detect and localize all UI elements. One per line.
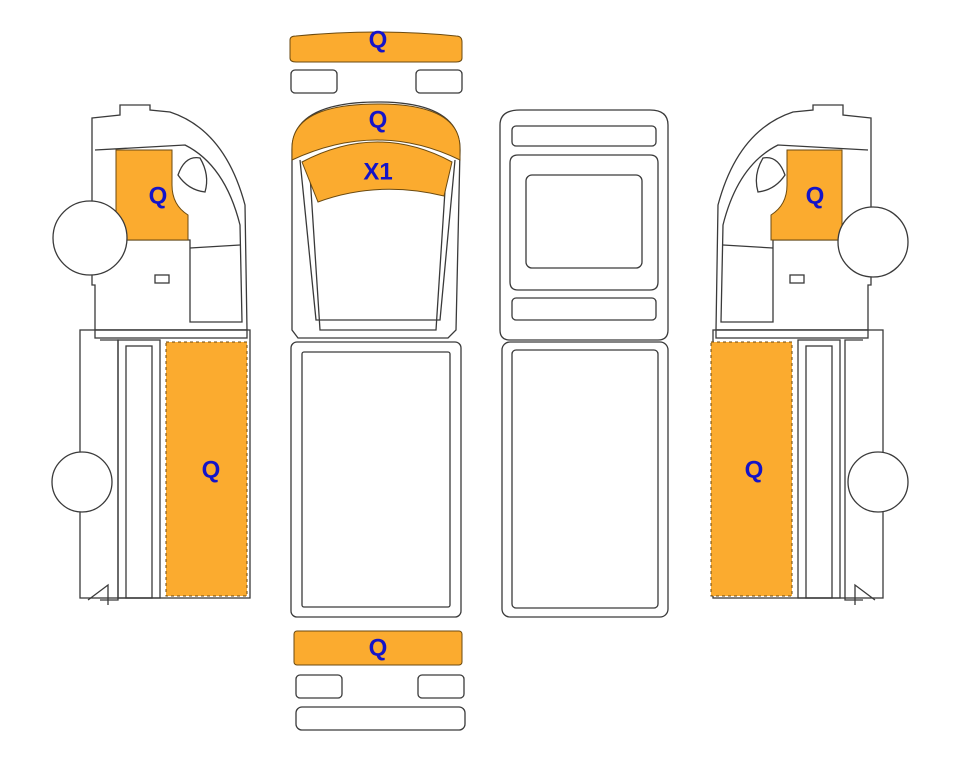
right-body-step bbox=[844, 339, 863, 601]
left-body-rail-inner bbox=[125, 345, 153, 599]
front-cargo-box-inner bbox=[301, 351, 451, 608]
left-rear-wheel bbox=[51, 451, 113, 513]
front-view: Q Q X1 Q bbox=[289, 27, 466, 731]
roof-front-strip bbox=[511, 125, 657, 147]
left-rear-mudflap bbox=[87, 583, 109, 605]
front-right-headlight bbox=[415, 69, 463, 94]
left-cab-zone-label: Q bbox=[149, 183, 168, 210]
right-cab-handle bbox=[789, 274, 805, 284]
left-cab-vent bbox=[177, 156, 208, 193]
right-body-rail-inner bbox=[805, 345, 833, 599]
right-front-wheel bbox=[837, 206, 909, 278]
right-body-zone bbox=[710, 341, 793, 597]
left-cab-window-frame bbox=[94, 144, 243, 323]
right-cab-window-frame bbox=[720, 144, 869, 323]
left-body-zone bbox=[165, 341, 248, 597]
right-cab-vent bbox=[755, 156, 786, 193]
left-front-wheel bbox=[52, 200, 128, 276]
left-body-zone-label: Q bbox=[202, 457, 221, 484]
front-bumper-label: Q bbox=[369, 27, 388, 54]
left-cab-floor-strip bbox=[94, 329, 248, 339]
front-windshield-zone bbox=[301, 141, 453, 203]
right-body-zone-label: Q bbox=[745, 457, 764, 484]
rear-right-light bbox=[417, 674, 465, 699]
roof-cab-outline bbox=[499, 109, 669, 341]
front-cab-inner-2 bbox=[309, 174, 447, 331]
front-bumper-zone bbox=[289, 31, 463, 63]
roof-cargo-inner bbox=[511, 349, 659, 609]
rear-left-light bbox=[295, 674, 343, 699]
roof-hatch-frame bbox=[509, 154, 659, 291]
rear-step bbox=[295, 706, 466, 731]
right-cab-zone-label: Q bbox=[806, 183, 825, 210]
front-left-headlight bbox=[290, 69, 338, 94]
roof-cargo-outer bbox=[501, 341, 669, 618]
left-cab-zone bbox=[115, 149, 189, 241]
front-hood-label: Q bbox=[369, 107, 388, 134]
right-rear-mudflap bbox=[854, 583, 876, 605]
left-cab-line bbox=[189, 244, 241, 249]
roof-hatch bbox=[525, 174, 643, 269]
left-side-view: Q Q bbox=[51, 104, 251, 605]
front-hood-zone bbox=[291, 103, 461, 161]
right-rear-wheel bbox=[847, 451, 909, 513]
right-cab-zone bbox=[770, 149, 843, 241]
front-cargo-box-outer bbox=[290, 341, 462, 618]
front-cab-inner bbox=[299, 159, 456, 321]
top-view bbox=[499, 109, 669, 618]
left-body-step bbox=[100, 339, 119, 601]
rear-bumper-zone bbox=[293, 630, 463, 666]
front-windshield-label: X1 bbox=[363, 159, 392, 186]
right-cab-floor-strip bbox=[715, 329, 869, 339]
left-cab-handle bbox=[154, 274, 170, 284]
right-cab-line bbox=[722, 244, 774, 249]
rear-bumper-label: Q bbox=[369, 635, 388, 662]
right-side-view: Q Q bbox=[710, 104, 909, 605]
roof-rear-strip bbox=[511, 297, 657, 321]
